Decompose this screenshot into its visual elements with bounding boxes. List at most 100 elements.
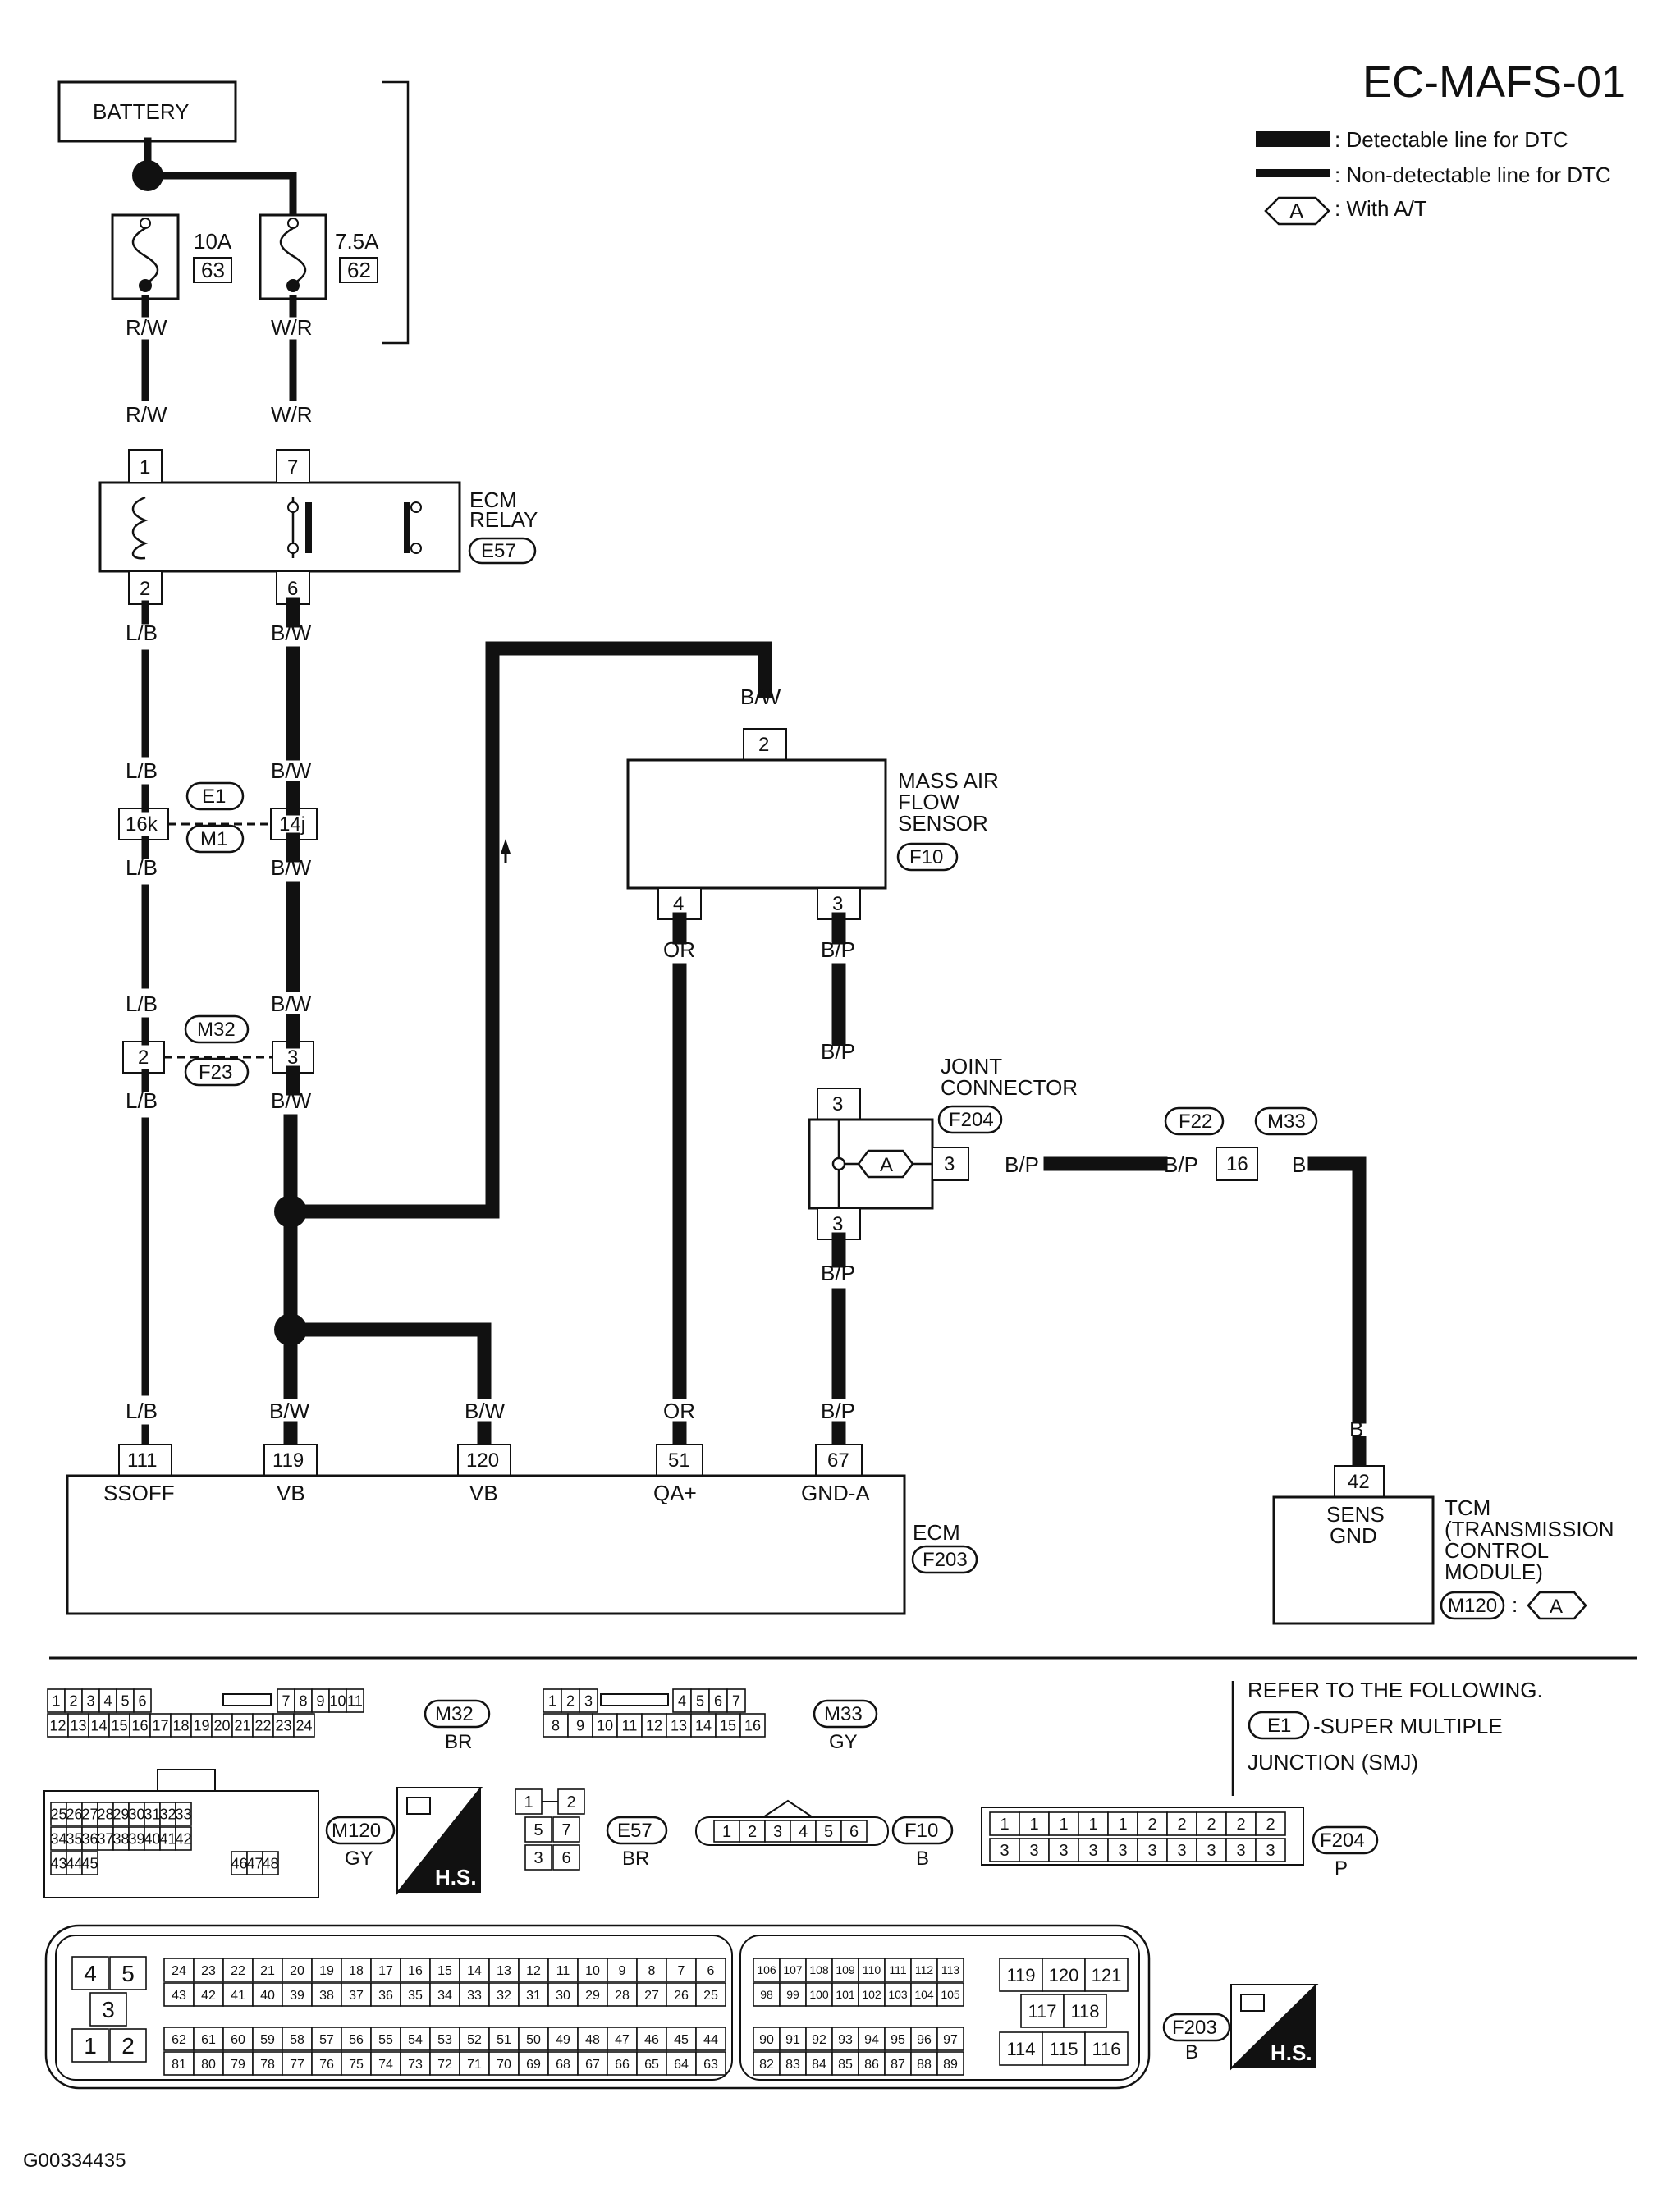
wire-label-or-2: OR bbox=[663, 1399, 695, 1423]
f204-pin-3: 3 bbox=[1000, 1842, 1009, 1860]
joint-option-code: A bbox=[880, 1154, 893, 1176]
f10-code: F10 bbox=[904, 1820, 938, 1842]
wire-label-lb-2: L/B bbox=[126, 758, 158, 783]
f203-pin-107: 107 bbox=[783, 1963, 803, 1976]
relay-pin-6: 6 bbox=[287, 578, 298, 600]
tcm-option: A bbox=[1550, 1596, 1563, 1618]
joint-pin-side: 3 bbox=[944, 1153, 955, 1175]
f204-pin-3: 3 bbox=[1266, 1842, 1275, 1860]
f204-pin-3: 3 bbox=[1147, 1842, 1156, 1860]
f204-pin-3: 3 bbox=[1029, 1842, 1038, 1860]
f204-color: P bbox=[1335, 1857, 1348, 1880]
f203-pin-79: 79 bbox=[231, 2058, 245, 2072]
joint-pin-top: 3 bbox=[832, 1093, 843, 1115]
f10-pin-2: 2 bbox=[748, 1823, 757, 1841]
maf-label-1: MASS AIR bbox=[898, 768, 999, 793]
f203-pin-29: 29 bbox=[585, 1989, 600, 2003]
f203-pin-9: 9 bbox=[619, 1964, 626, 1978]
e57-code: E57 bbox=[617, 1820, 652, 1842]
f203-pin-6: 6 bbox=[707, 1964, 715, 1978]
legend-non-detectable: : Non-detectable line for DTC bbox=[1335, 163, 1611, 187]
f203-pin-58: 58 bbox=[290, 2033, 304, 2047]
f203-pin-50: 50 bbox=[526, 2033, 541, 2047]
m33-pin-15: 15 bbox=[720, 1717, 736, 1733]
f203-pin-75: 75 bbox=[349, 2058, 364, 2072]
tcm-label-3: CONTROL bbox=[1445, 1538, 1549, 1563]
f204-pin-2: 2 bbox=[1266, 1816, 1275, 1834]
f203-pin-49: 49 bbox=[556, 2033, 570, 2047]
f203-pin-45: 45 bbox=[674, 2033, 689, 2047]
wire-label-bp-4: B/P bbox=[1164, 1152, 1198, 1177]
m33-pin-16: 16 bbox=[744, 1717, 761, 1733]
f203-pin-31: 31 bbox=[526, 1989, 541, 2003]
f203-pin-24: 24 bbox=[172, 1964, 186, 1978]
m120-pin-34: 34 bbox=[50, 1830, 66, 1847]
m120-pin-43: 43 bbox=[50, 1855, 66, 1871]
m32-pin-14: 14 bbox=[90, 1717, 107, 1733]
f203-pin-121: 121 bbox=[1092, 1965, 1122, 1985]
m33-pin-11: 11 bbox=[622, 1717, 638, 1733]
f203-pin-68: 68 bbox=[556, 2058, 570, 2072]
f203-pin-34: 34 bbox=[437, 1989, 452, 2003]
m33-pin-1: 1 bbox=[548, 1692, 556, 1709]
f203-pin-84: 84 bbox=[812, 2058, 826, 2072]
m32-pin-7: 7 bbox=[282, 1692, 290, 1709]
tcm-pin-42: 42 bbox=[1348, 1471, 1370, 1493]
f203-pin-70: 70 bbox=[497, 2058, 511, 2072]
wire-label-bw-maf: B/W bbox=[740, 685, 781, 709]
fuse-62-rating: 7.5A bbox=[335, 229, 379, 254]
f203-pin-8: 8 bbox=[648, 1964, 656, 1978]
f203-pin-80: 80 bbox=[201, 2058, 216, 2072]
refer-line-3: JUNCTION (SMJ) bbox=[1248, 1750, 1418, 1775]
f203-pin-54: 54 bbox=[408, 2033, 423, 2047]
f203-pin-36: 36 bbox=[378, 1989, 393, 2003]
f203-pin-77: 77 bbox=[290, 2058, 304, 2072]
f204-pin-3: 3 bbox=[1207, 1842, 1216, 1860]
f203-pin-3: 3 bbox=[102, 1997, 115, 2022]
f203-pin-35: 35 bbox=[408, 1989, 423, 2003]
f203-pin-10: 10 bbox=[585, 1964, 600, 1978]
f203-pin-42: 42 bbox=[201, 1989, 216, 2003]
wire-label-bw-6: B/W bbox=[269, 1399, 310, 1423]
m32-pin-1: 1 bbox=[52, 1692, 60, 1709]
e57-color: BR bbox=[622, 1848, 649, 1870]
f203-pin-114: 114 bbox=[1006, 2039, 1035, 2059]
battery-label: BATTERY bbox=[93, 99, 190, 124]
f203-pin-28: 28 bbox=[615, 1989, 630, 2003]
m33-connector: M33 bbox=[1267, 1111, 1306, 1133]
fuse-63-rating: 10A bbox=[194, 229, 232, 254]
refer-line-2: -SUPER MULTIPLE bbox=[1313, 1714, 1503, 1738]
f203-color: B bbox=[1185, 2041, 1198, 2063]
f203-pin-78: 78 bbox=[260, 2058, 275, 2072]
f203-pin-53: 53 bbox=[437, 2033, 452, 2047]
m33-pin-9: 9 bbox=[576, 1717, 584, 1733]
f203-pin-23: 23 bbox=[201, 1964, 216, 1978]
f203-pin-46: 46 bbox=[644, 2033, 659, 2047]
f10-pin-3: 3 bbox=[773, 1823, 782, 1841]
joint-label-1: JOINT bbox=[941, 1054, 1002, 1079]
m33-pin-8: 8 bbox=[552, 1717, 560, 1733]
f204-pin-1: 1 bbox=[1118, 1816, 1127, 1834]
connector-m120: 2526272829303132333435363738394041424344… bbox=[44, 1769, 319, 1898]
legend-option-text: : With A/T bbox=[1335, 196, 1427, 221]
f203-pin-111: 111 bbox=[889, 1963, 906, 1976]
f203-pin-82: 82 bbox=[759, 2058, 774, 2072]
f203-pin-43: 43 bbox=[172, 1989, 186, 2003]
wire-label-wr: W/R bbox=[271, 315, 313, 340]
f204-pin-3: 3 bbox=[1177, 1842, 1186, 1860]
f10-pin-5: 5 bbox=[824, 1823, 833, 1841]
f203-pin-89: 89 bbox=[943, 2058, 958, 2072]
wire-label-lb-6: L/B bbox=[126, 1399, 158, 1423]
f203-pin-63: 63 bbox=[703, 2058, 718, 2072]
maf-pin-4: 4 bbox=[673, 893, 684, 915]
f203-pin-33: 33 bbox=[467, 1989, 482, 2003]
f203-pin-103: 103 bbox=[888, 1988, 908, 2001]
m120-pin-42: 42 bbox=[175, 1830, 191, 1847]
f204-pin-3: 3 bbox=[1088, 1842, 1097, 1860]
f203-pin-87: 87 bbox=[891, 2058, 905, 2072]
f204-pin-1: 1 bbox=[1059, 1816, 1068, 1834]
f203-pin-1: 1 bbox=[84, 2033, 97, 2059]
m120-pin-48: 48 bbox=[262, 1855, 278, 1871]
f203-pin-118: 118 bbox=[1070, 2001, 1099, 2022]
